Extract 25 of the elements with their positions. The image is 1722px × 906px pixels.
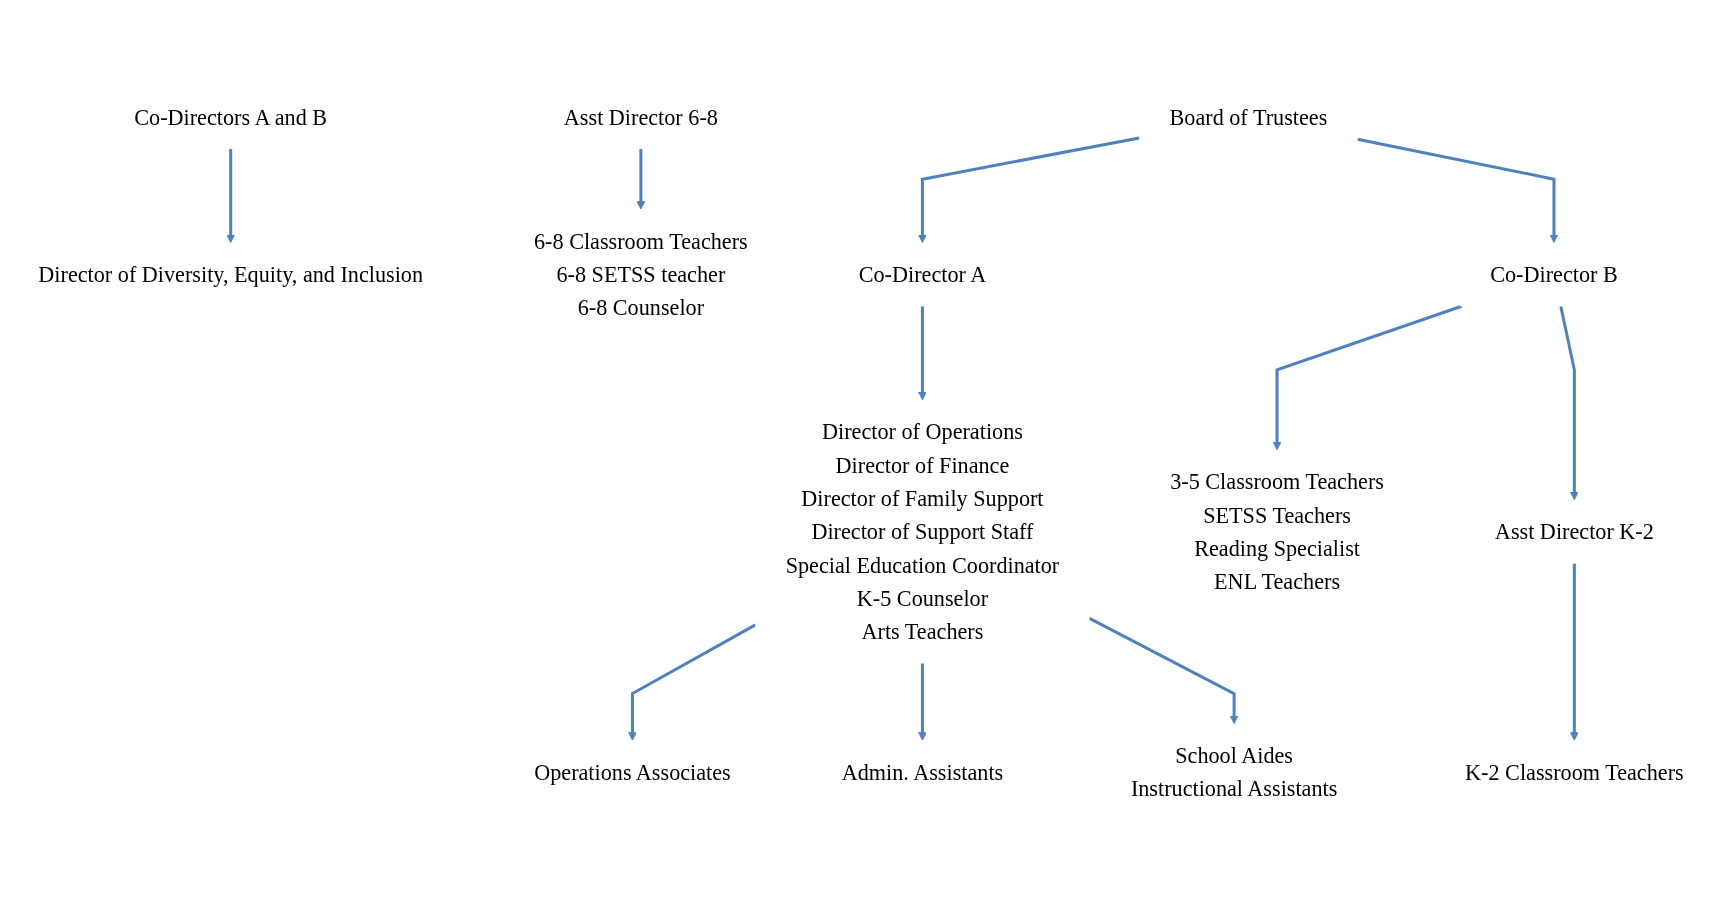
- arrow: [1272, 304, 1463, 451]
- node-text: Board of Trustees: [1169, 104, 1328, 130]
- arrow: [1559, 305, 1579, 501]
- node-text: 3-5 Classroom Teachers SETSS Teachers Reading Specialist ENL Teachers: [1170, 469, 1384, 595]
- arrow: [226, 148, 236, 244]
- node-text: Director of Operations Director of Finance Director of Family Support Director of Support Staff Special Education Coordinator K-5 Counselor Arts Teachers: [785, 419, 1060, 645]
- arrow: [918, 663, 927, 741]
- arrow: [628, 623, 757, 741]
- node-text: Co-Directors A and B: [134, 104, 328, 130]
- arrow: [1569, 563, 1579, 741]
- node-text: Co-Director B: [1490, 261, 1618, 288]
- node-text: 6-8 Classroom Teachers 6-8 SETSS teacher 6-8 Counselor: [534, 228, 748, 321]
- node-text: Co-Director A: [858, 261, 987, 288]
- node-text: Asst Director 6-8: [563, 104, 718, 130]
- arrow: [1088, 617, 1239, 725]
- arrow: [918, 306, 927, 401]
- node-text: K-2 Classroom Teachers: [1465, 759, 1684, 785]
- arrow: [918, 136, 1140, 244]
- node-text: Director of Diversity, Equity, and Inclusion: [38, 261, 424, 288]
- node-text: School Aides Instructional Assistants: [1130, 742, 1338, 802]
- node-text: Admin. Assistants: [841, 759, 1004, 785]
- node-text: Operations Associates: [534, 759, 731, 785]
- node-text: Asst Director K-2: [1494, 519, 1654, 545]
- arrow: [636, 148, 646, 210]
- arrow: [1357, 137, 1559, 244]
